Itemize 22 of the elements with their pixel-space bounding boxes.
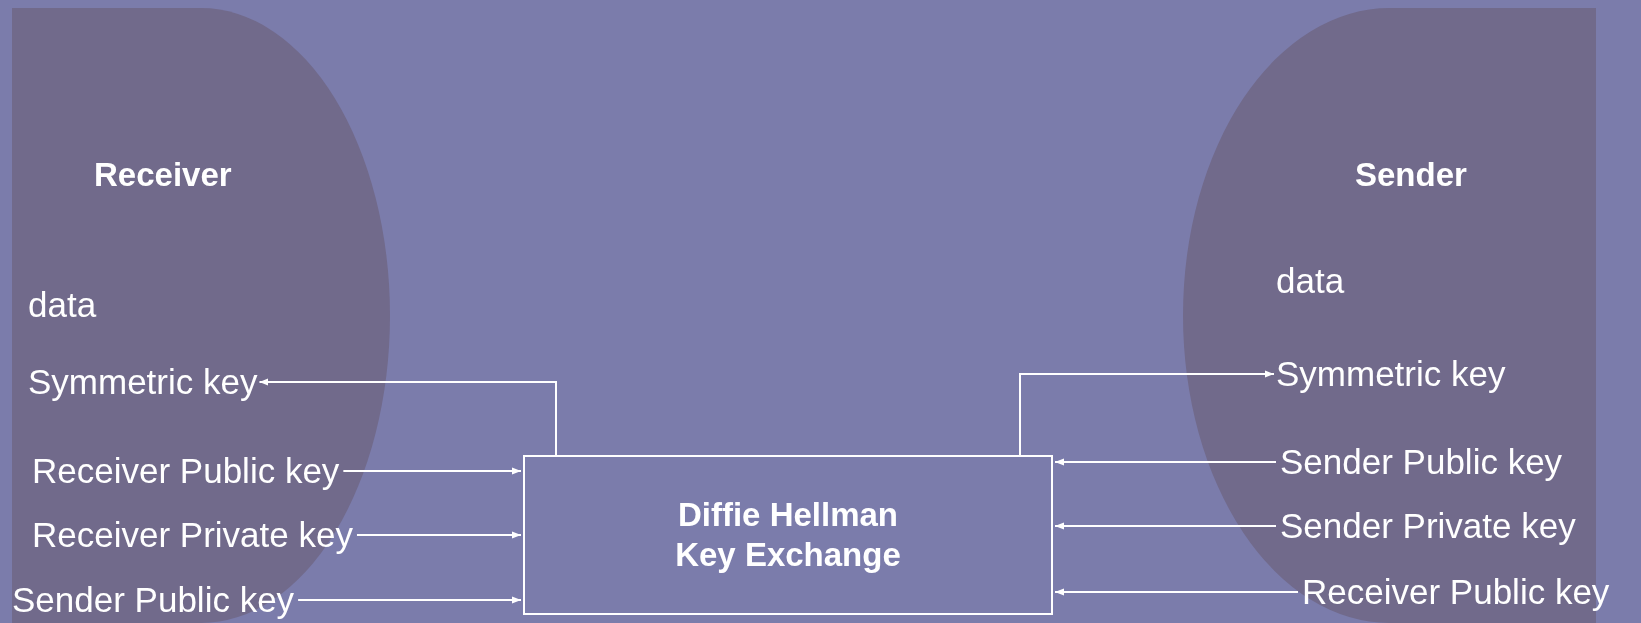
arrow	[355, 531, 522, 539]
key-label: Symmetric key	[1276, 355, 1506, 393]
arrow	[258, 378, 557, 456]
party-heading: Receiver	[94, 156, 232, 194]
key-label: Symmetric key	[28, 363, 258, 401]
key-label: data	[28, 286, 97, 324]
arrow	[297, 596, 522, 604]
arrow	[1019, 370, 1275, 456]
arrow	[342, 467, 522, 475]
key-label: Sender Private key	[1280, 507, 1576, 545]
arrow	[1054, 522, 1277, 530]
key-label: Receiver Private key	[32, 516, 353, 554]
key-label: Receiver Public key	[1302, 573, 1610, 611]
process-box	[523, 455, 1053, 615]
key-label: Sender Public key	[12, 581, 295, 619]
key-label: Receiver Public key	[32, 452, 340, 490]
process-label: Diffie Hellman Key Exchange	[674, 495, 902, 575]
key-label: data	[1276, 262, 1345, 300]
arrow	[1054, 588, 1299, 596]
arrow	[1054, 458, 1277, 466]
party-heading: Sender	[1355, 156, 1467, 194]
key-label: Sender Public key	[1280, 443, 1563, 481]
